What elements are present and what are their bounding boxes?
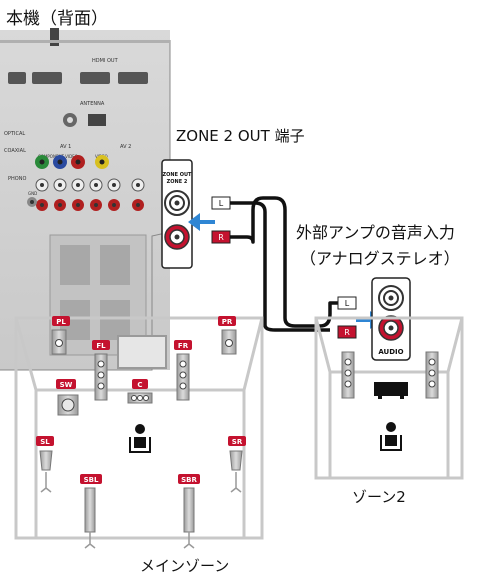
av1-label: AV 1 <box>60 144 71 150</box>
speaker-label-sbl: SBL <box>84 476 99 484</box>
stereo-cable <box>230 196 340 332</box>
speaker-label-c: C <box>137 381 142 389</box>
zone2-speaker-left <box>341 351 355 399</box>
zone2-out-left-jack <box>164 190 190 216</box>
speaker-label-sl: SL <box>40 438 50 446</box>
hdmi-out-label: HDMI OUT <box>92 58 119 64</box>
zone2-out-right-jack <box>164 224 190 250</box>
plug-l-receiver: L <box>219 199 224 208</box>
tv-icon <box>117 335 167 369</box>
audio-label: AUDIO <box>378 348 403 356</box>
speaker-label-pl: PL <box>56 318 66 326</box>
speaker-label-sw: SW <box>60 381 73 389</box>
plug-l-amp: L <box>345 299 350 308</box>
zone2-out-terminal-label: ZONE 2 OUT 端子 <box>176 127 305 145</box>
listener-icon-main <box>129 424 151 453</box>
cable-plugs-amp: L R <box>337 296 357 339</box>
plug-r-amp: R <box>344 328 350 337</box>
speaker-badges: PL PR FL FR SW C SL SR SBL SBR <box>36 316 246 484</box>
insert-arrow-receiver <box>188 213 215 231</box>
amp-right-jack <box>378 315 404 341</box>
plug-r-receiver: R <box>218 233 224 242</box>
cable-plugs-receiver: L R <box>211 196 231 244</box>
receiver-rear-panel: HDMI OUT ANTENNA OPTICAL COAXIAL AV 1 AV… <box>0 28 171 371</box>
speaker-label-fr: FR <box>178 342 189 350</box>
antenna-terminals: ANTENNA <box>63 101 106 127</box>
speaker-c <box>127 392 153 404</box>
speaker-pl <box>51 329 67 355</box>
zone2-speaker-right <box>425 351 439 399</box>
rear-panel-label: 本機（背面） <box>6 9 108 29</box>
optical-label: OPTICAL <box>4 131 25 137</box>
av2-label: AV 2 <box>120 144 131 150</box>
external-amp-input-label: 外部アンプの音声入力 <box>296 223 455 242</box>
speaker-label-fl: FL <box>96 342 106 350</box>
speaker-label-sr: SR <box>232 438 243 446</box>
zone2-amplifier-icon <box>374 382 408 399</box>
main-zone-label: メインゾーン <box>140 557 230 575</box>
speaker-fl <box>94 353 108 401</box>
component-video-jacks <box>35 155 109 169</box>
main-zone-room <box>14 316 264 540</box>
speaker-sbr <box>183 487 195 549</box>
speaker-fr <box>176 353 190 401</box>
speaker-label-pr: PR <box>222 318 233 326</box>
antenna-label: ANTENNA <box>80 101 105 107</box>
zone2-out-zoom: ZONE OUT ZONE 2 <box>161 159 193 269</box>
phono-gnd: PHONO GND <box>8 176 37 207</box>
speaker-sr <box>229 450 243 493</box>
audio-jack-grid <box>35 178 145 211</box>
speaker-pr <box>221 329 237 355</box>
coaxial-label: COAXIAL <box>4 148 26 154</box>
phono-label: PHONO <box>8 176 26 182</box>
speaker-sl <box>39 450 53 493</box>
zone-out-text: ZONE OUT <box>163 172 193 178</box>
speaker-sw <box>57 394 79 416</box>
gnd-label: GND <box>28 191 37 196</box>
amp-left-jack <box>378 285 404 311</box>
speaker-label-sbr: SBR <box>181 476 197 484</box>
hdmi-ports: HDMI OUT <box>8 58 148 84</box>
zone2-text: ZONE 2 <box>167 179 188 185</box>
listener-icon-zone2 <box>380 422 402 451</box>
zone2-label: ゾーン2 <box>352 488 406 506</box>
analog-stereo-label: （アナログステレオ） <box>300 249 460 268</box>
speaker-sbl <box>84 487 96 549</box>
